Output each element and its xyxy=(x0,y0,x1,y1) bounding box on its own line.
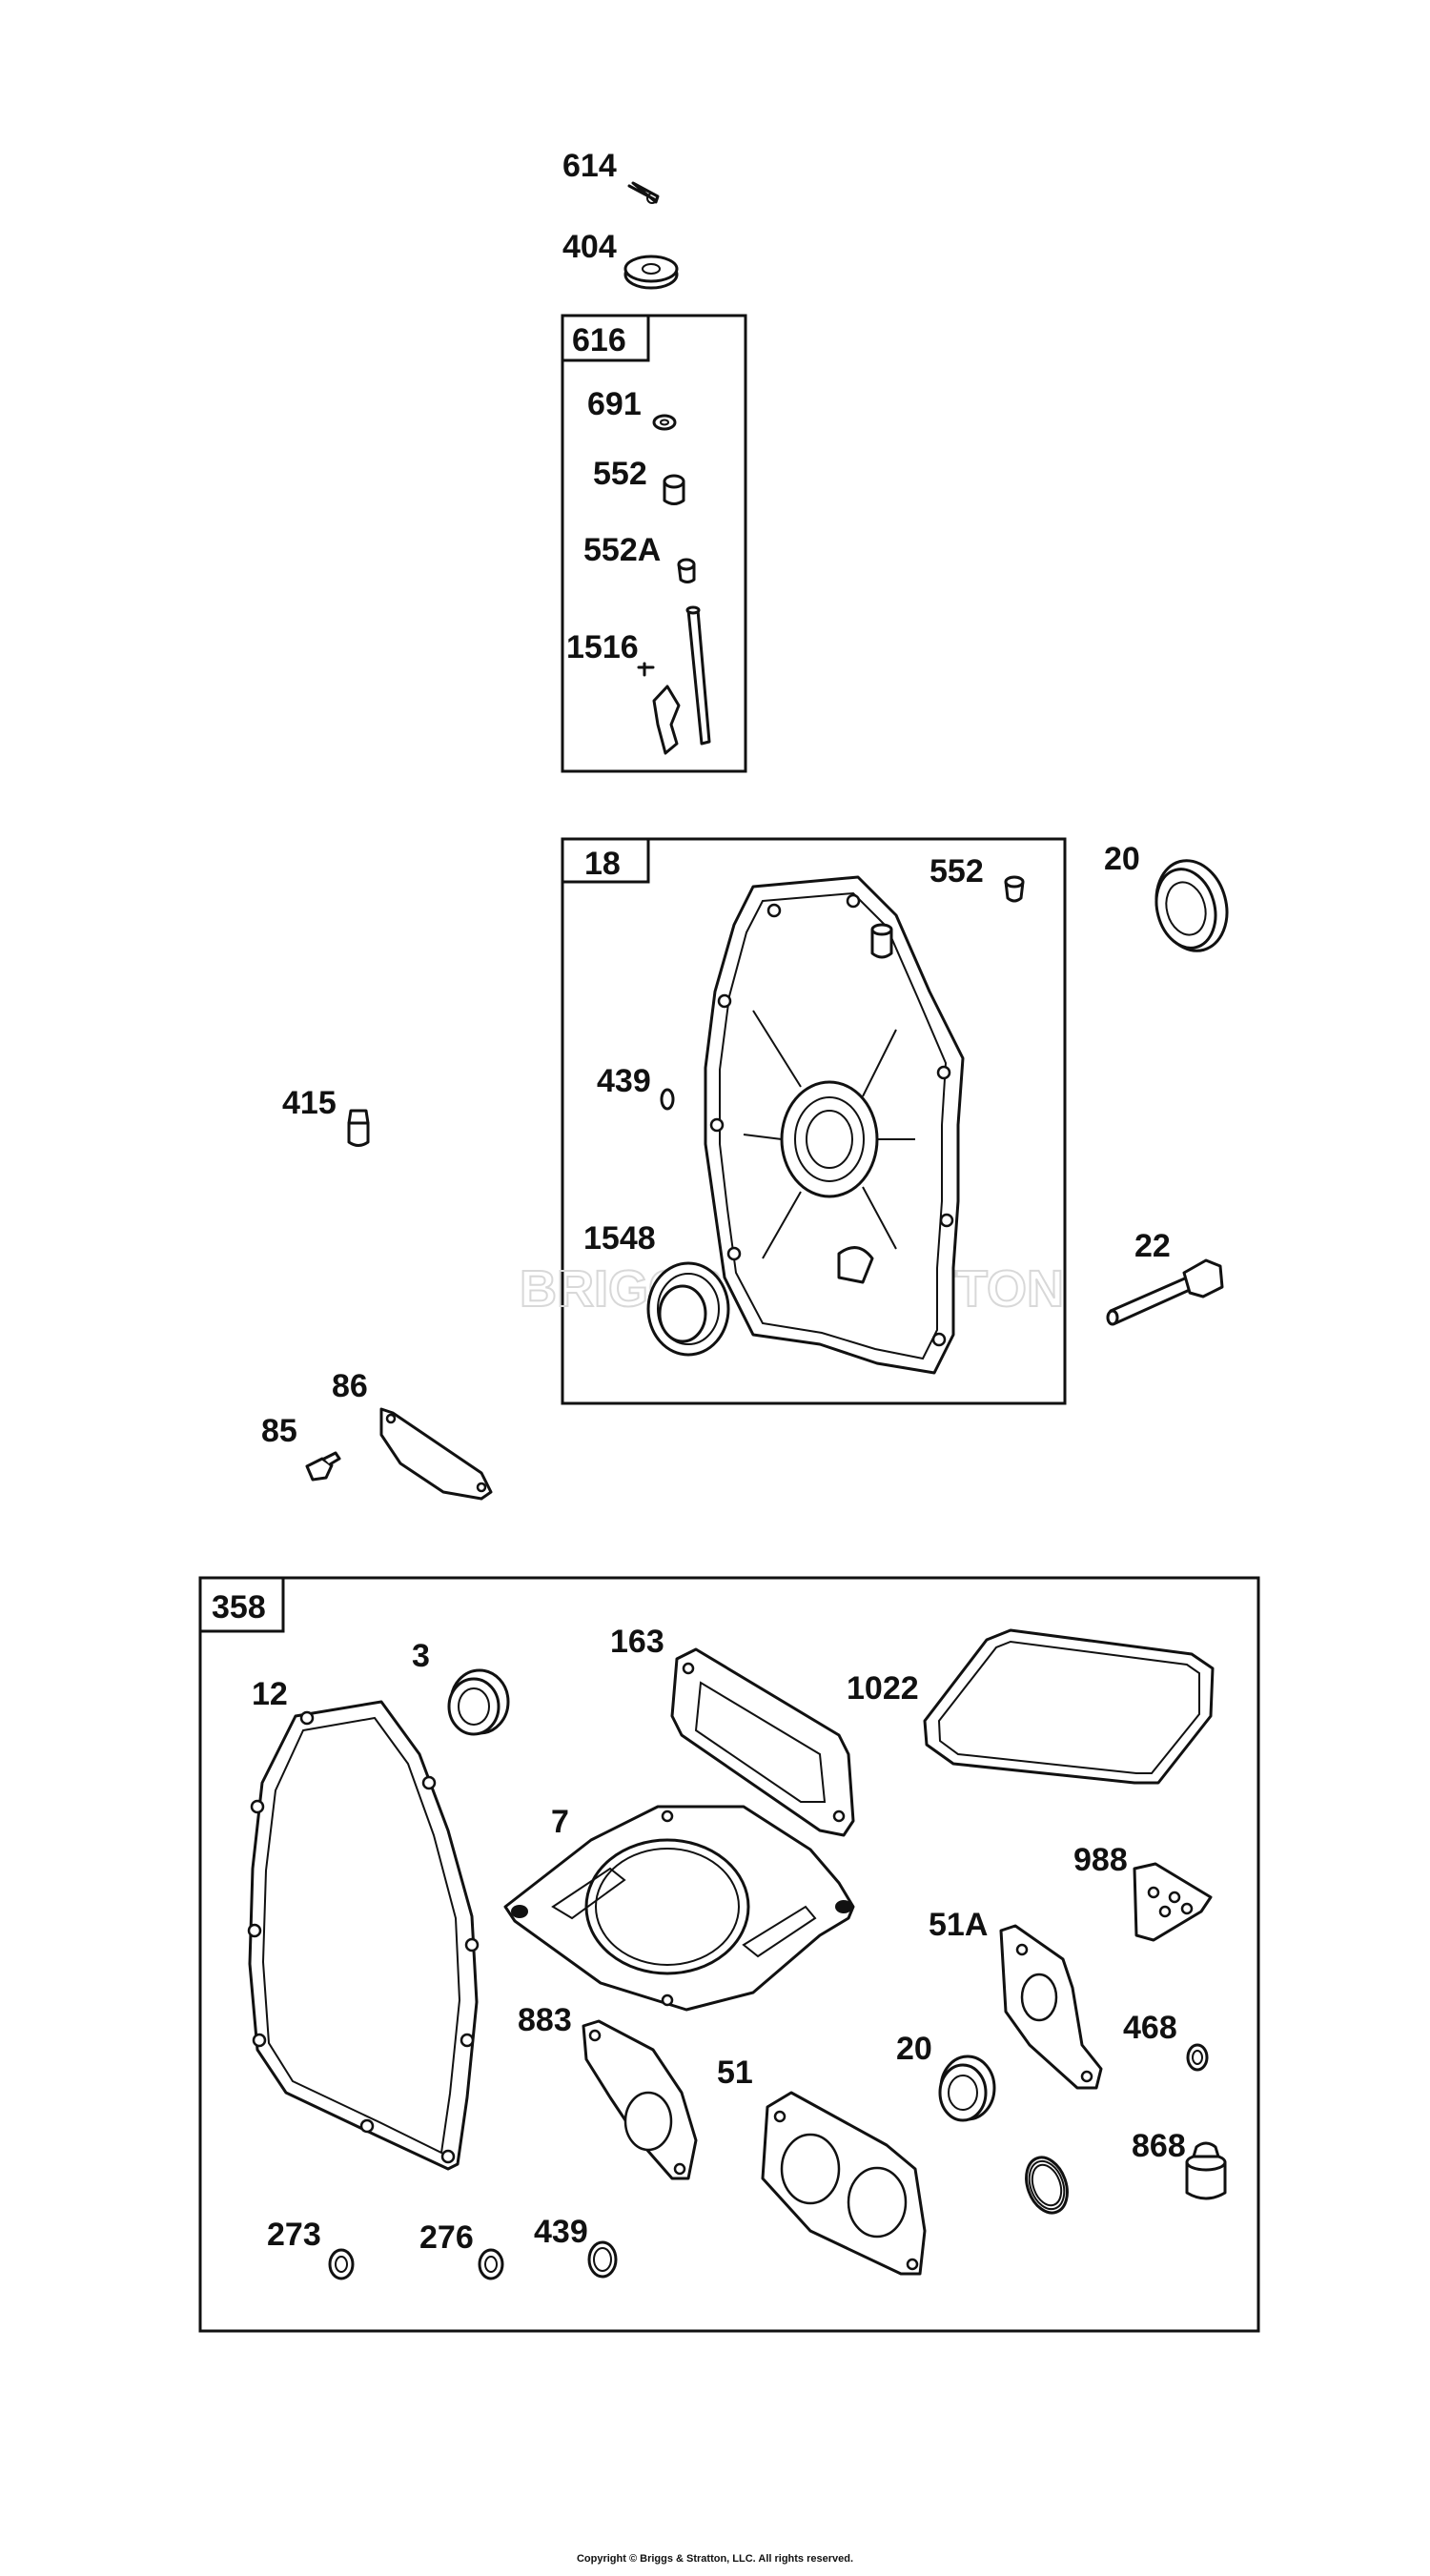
part-404-washer[interactable] xyxy=(623,255,679,290)
label-883: 883 xyxy=(518,2002,572,2038)
part-20-gasket-set-seal[interactable] xyxy=(938,2055,996,2122)
part-22-bolt[interactable] xyxy=(1106,1258,1224,1326)
label-86: 86 xyxy=(332,1368,368,1404)
part-85-screw[interactable] xyxy=(305,1451,341,1482)
label-20-set: 20 xyxy=(896,2031,932,2067)
label-439-set: 439 xyxy=(534,2214,588,2250)
part-691-washer[interactable] xyxy=(652,414,677,431)
part-883-gasket[interactable] xyxy=(582,2019,698,2180)
label-12: 12 xyxy=(252,1676,288,1712)
part-3-oil-seal[interactable] xyxy=(447,1668,510,1736)
part-273-washer[interactable] xyxy=(328,2248,355,2280)
part-439-gasket-set-ring[interactable] xyxy=(587,2240,618,2279)
label-163: 163 xyxy=(610,1624,664,1660)
part-988-gasket[interactable] xyxy=(1133,1862,1213,1942)
label-51: 51 xyxy=(717,2055,753,2091)
label-1548: 1548 xyxy=(583,1220,656,1257)
label-439-cover: 439 xyxy=(597,1063,651,1099)
label-868: 868 xyxy=(1132,2128,1186,2164)
label-552A: 552A xyxy=(583,532,661,568)
box-label-18: 18 xyxy=(584,846,621,882)
part-1516-governor-shaft[interactable] xyxy=(637,605,711,755)
label-276: 276 xyxy=(419,2219,474,2256)
label-552-kit: 552 xyxy=(593,456,647,492)
copyright-notice: Copyright © Briggs & Stratton, LLC. All … xyxy=(576,2553,854,2565)
part-51-intake-gasket[interactable] xyxy=(761,2091,927,2276)
label-468: 468 xyxy=(1123,2010,1177,2046)
part-614-cotter-pin[interactable] xyxy=(627,181,660,204)
label-691: 691 xyxy=(587,386,642,422)
part-20-oil-seal[interactable] xyxy=(1147,852,1236,958)
box-label-616: 616 xyxy=(572,322,626,358)
part-51A-exhaust-gasket[interactable] xyxy=(999,1924,1103,2090)
label-22: 22 xyxy=(1134,1228,1171,1264)
part-1022-cover-gasket[interactable] xyxy=(923,1628,1215,1785)
label-20-top: 20 xyxy=(1104,841,1140,877)
part-spring-ring[interactable] xyxy=(1019,2152,1074,2218)
box-label-358: 358 xyxy=(212,1589,266,1625)
label-614: 614 xyxy=(562,148,617,184)
label-85: 85 xyxy=(261,1413,297,1449)
part-868-valve-seal[interactable] xyxy=(1185,2141,1227,2200)
label-273: 273 xyxy=(267,2217,321,2253)
label-404: 404 xyxy=(562,229,617,265)
label-3: 3 xyxy=(412,1638,430,1674)
kit-616-box: 616 xyxy=(561,314,747,773)
part-552A-bushing[interactable] xyxy=(677,558,696,583)
cover-18-box: 18 xyxy=(561,837,1067,1405)
part-86-cover-plate[interactable] xyxy=(379,1407,493,1501)
part-468-ring[interactable] xyxy=(1186,2043,1209,2072)
part-12-crankcase-gasket[interactable] xyxy=(247,1700,480,2171)
part-18-crankcase-cover[interactable] xyxy=(704,875,965,1375)
label-1516: 1516 xyxy=(566,629,639,665)
part-163-gasket[interactable] xyxy=(670,1647,855,1837)
label-51A: 51A xyxy=(929,1907,988,1943)
part-1548-oil-seal[interactable] xyxy=(646,1261,730,1357)
part-552-bushing[interactable] xyxy=(663,474,685,505)
part-552-cover-bushing[interactable] xyxy=(1004,875,1025,903)
gasket-358-box: 358 xyxy=(198,1576,1260,2333)
label-552-cover: 552 xyxy=(930,853,984,889)
part-276-washer[interactable] xyxy=(478,2248,504,2280)
label-415: 415 xyxy=(282,1085,337,1121)
label-988: 988 xyxy=(1073,1842,1128,1878)
part-415-plug[interactable] xyxy=(347,1109,370,1147)
label-1022: 1022 xyxy=(847,1670,919,1707)
part-7-cylinder-head-gasket[interactable] xyxy=(503,1805,855,2012)
part-439-cover-ring[interactable] xyxy=(660,1088,675,1111)
label-7: 7 xyxy=(551,1804,569,1840)
